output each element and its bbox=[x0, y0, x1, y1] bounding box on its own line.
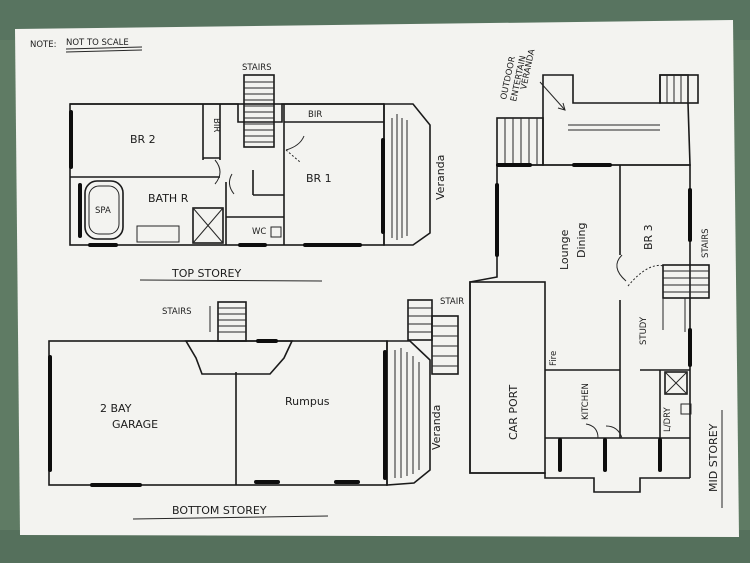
room-label-title: MID STOREY bbox=[707, 423, 720, 492]
top-stair-treads bbox=[244, 81, 274, 143]
room-label-br1: BR 1 bbox=[306, 172, 332, 185]
room-label-wc: WC bbox=[252, 227, 266, 237]
room-label-kitchen: KITCHEN bbox=[581, 383, 591, 420]
room-label-stairs: STAIRS bbox=[162, 307, 192, 317]
room-label-ldry: L/DRY bbox=[663, 406, 673, 432]
room-label-veranda: Veranda bbox=[430, 405, 443, 450]
room-label-carport: CAR PORT bbox=[507, 385, 520, 440]
room-label-bir: BIR bbox=[308, 110, 322, 120]
room-label-br3: BR 3 bbox=[642, 224, 655, 250]
room-label-stairs: STAIRS bbox=[701, 228, 711, 258]
room-label-spa: SPA bbox=[95, 206, 111, 216]
paper bbox=[15, 20, 739, 537]
room-label-garage-1: 2 BAY bbox=[100, 402, 132, 415]
room-label-study: STUDY bbox=[639, 316, 649, 345]
room-label-stairs: STAIRS bbox=[242, 63, 272, 73]
room-label-title: BOTTOM STOREY bbox=[172, 504, 267, 517]
room-label-title: TOP STOREY bbox=[171, 267, 241, 280]
room-label-veranda: Veranda bbox=[434, 155, 447, 200]
room-label-bir-small: BIR bbox=[211, 118, 221, 132]
bottom-storey-plan: 2 BAY GARAGE Rumpus STAIRS STAIR Veranda… bbox=[48, 297, 464, 520]
room-label-label: NOTE: bbox=[30, 40, 56, 50]
room-label-fire: Fire bbox=[549, 351, 559, 366]
mid-storey-plan: OUTDOOR ENTERTAIN VERANDA Lounge Dining … bbox=[469, 48, 723, 508]
room-label-text: NOT TO SCALE bbox=[66, 38, 129, 48]
top-storey-plan: BR 2 BATH R SPA BIR BIR BR 1 WC STAIRS V… bbox=[69, 63, 447, 282]
note: NOTE: NOT TO SCALE bbox=[30, 38, 143, 53]
room-label-bath: BATH R bbox=[148, 192, 189, 205]
room-label-lounge: Lounge bbox=[558, 229, 571, 270]
room-label-rumpus: Rumpus bbox=[285, 395, 330, 408]
room-label-stairs-right: STAIR bbox=[440, 297, 464, 307]
room-label-br2: BR 2 bbox=[130, 133, 156, 146]
room-label-garage-2: GARAGE bbox=[112, 418, 158, 431]
room-label-dining: Dining bbox=[575, 222, 588, 258]
